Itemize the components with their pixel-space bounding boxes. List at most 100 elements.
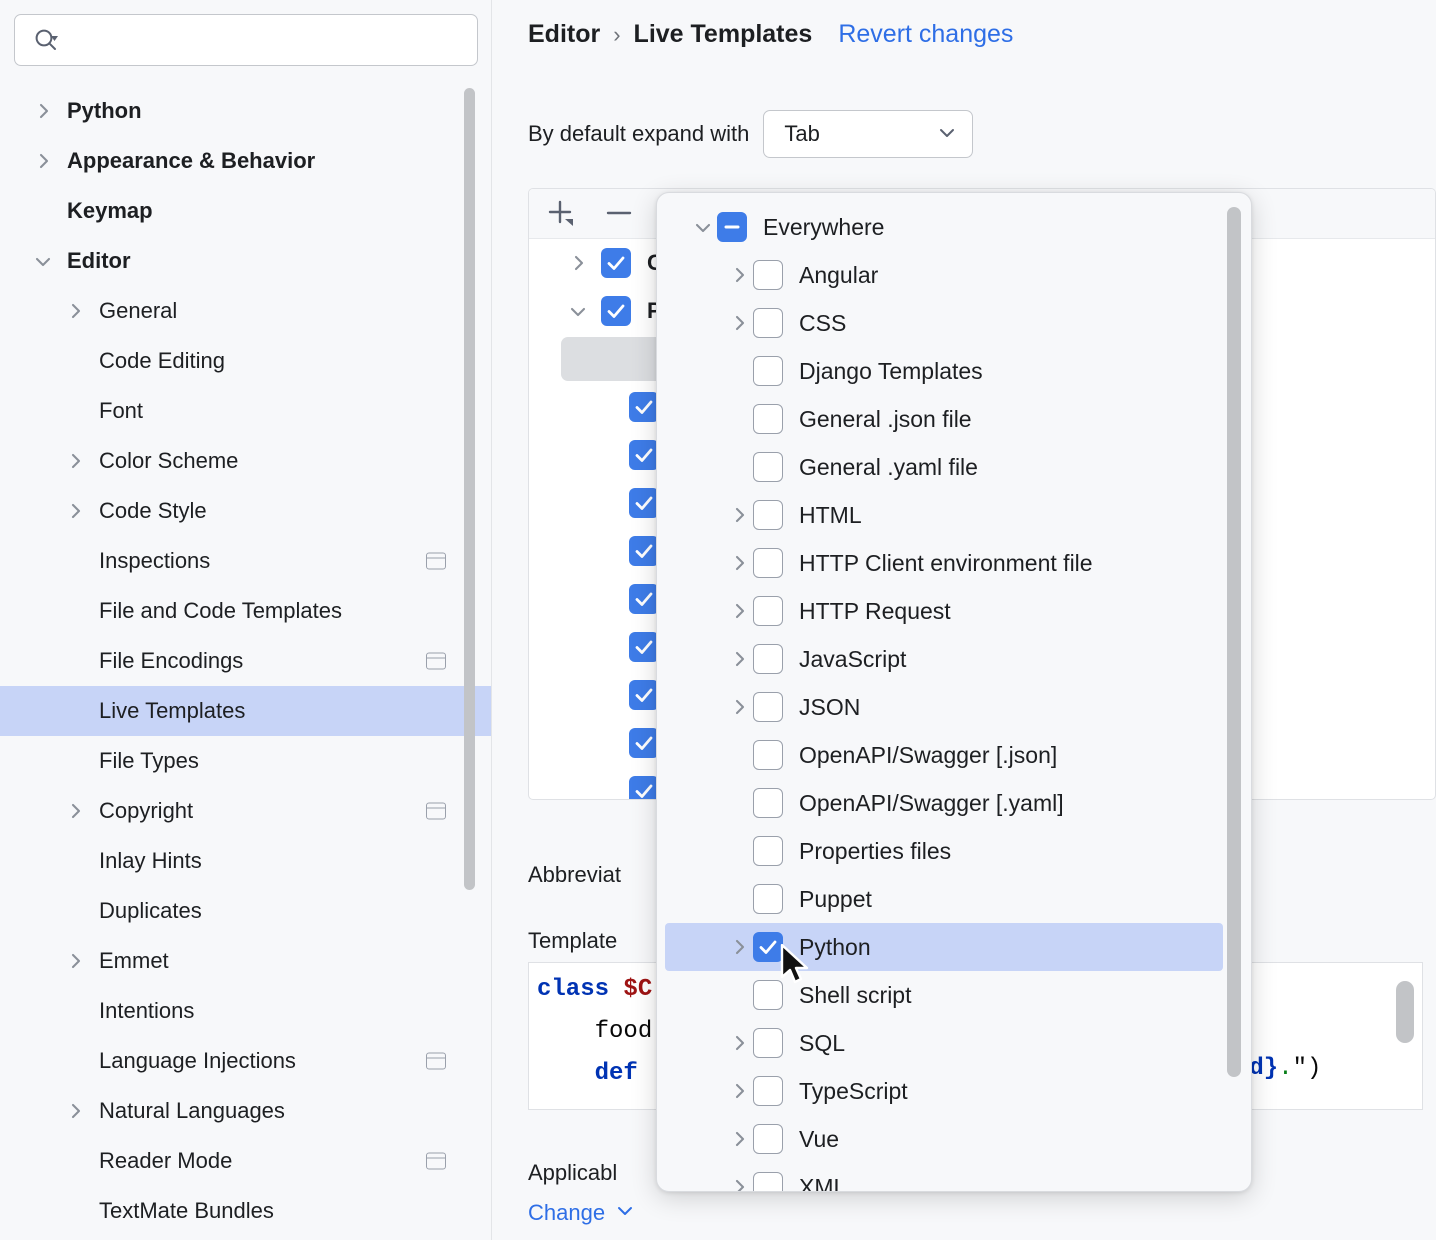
- context-checkbox[interactable]: [753, 836, 783, 866]
- template-code-editor-right-fragment[interactable]: od}."): [1248, 962, 1423, 1110]
- chevron-right-icon[interactable]: [725, 504, 753, 526]
- context-checkbox[interactable]: [753, 932, 783, 962]
- context-item-puppet[interactable]: Puppet: [657, 875, 1251, 923]
- context-item-python[interactable]: Python: [665, 923, 1223, 971]
- context-checkbox[interactable]: [717, 212, 747, 242]
- context-item-angular[interactable]: Angular: [657, 251, 1251, 299]
- context-item-typescript[interactable]: TypeScript: [657, 1067, 1251, 1115]
- context-item-http-request[interactable]: HTTP Request: [657, 587, 1251, 635]
- template-group-checkbox[interactable]: [601, 296, 631, 326]
- template-checkbox[interactable]: [629, 392, 659, 422]
- template-checkbox[interactable]: [629, 536, 659, 566]
- chevron-right-icon[interactable]: [62, 498, 88, 524]
- context-checkbox[interactable]: [753, 980, 783, 1010]
- context-checkbox[interactable]: [753, 884, 783, 914]
- chevron-right-icon[interactable]: [725, 312, 753, 334]
- context-checkbox[interactable]: [753, 548, 783, 578]
- sidebar-item-editor[interactable]: Editor: [0, 236, 491, 286]
- template-row[interactable]: [529, 575, 1435, 623]
- sidebar-item-reader-mode[interactable]: Reader Mode: [0, 1136, 491, 1186]
- template-checkbox[interactable]: [629, 440, 659, 470]
- context-item-django-templates[interactable]: Django Templates: [657, 347, 1251, 395]
- context-item-general-yaml-file[interactable]: General .yaml file: [657, 443, 1251, 491]
- context-item-properties-files[interactable]: Properties files: [657, 827, 1251, 875]
- sidebar-item-general[interactable]: General: [0, 286, 491, 336]
- context-item-everywhere[interactable]: Everywhere: [657, 203, 1251, 251]
- context-checkbox[interactable]: [753, 1076, 783, 1106]
- chevron-right-icon[interactable]: [62, 948, 88, 974]
- chevron-right-icon[interactable]: [725, 1032, 753, 1054]
- template-row[interactable]: [529, 719, 1435, 767]
- breadcrumb-parent[interactable]: Editor: [528, 20, 601, 48]
- sidebar-search[interactable]: [14, 14, 478, 66]
- chevron-down-icon[interactable]: [565, 300, 591, 322]
- template-row[interactable]: [529, 767, 1435, 799]
- chevron-right-icon[interactable]: [725, 1176, 753, 1191]
- context-item-javascript[interactable]: JavaScript: [657, 635, 1251, 683]
- context-item-openapi-swagger-json[interactable]: OpenAPI/Swagger [.json]: [657, 731, 1251, 779]
- search-box[interactable]: [14, 14, 478, 66]
- sidebar-scrollbar[interactable]: [464, 88, 475, 890]
- chevron-down-icon[interactable]: [689, 216, 717, 238]
- sidebar-item-color-scheme[interactable]: Color Scheme: [0, 436, 491, 486]
- context-checkbox[interactable]: [753, 356, 783, 386]
- chevron-right-icon[interactable]: [725, 1080, 753, 1102]
- sidebar-item-keymap[interactable]: Keymap: [0, 186, 491, 236]
- template-row[interactable]: [529, 479, 1435, 527]
- sidebar-item-live-templates[interactable]: Live Templates: [0, 686, 491, 736]
- sidebar-item-language-injections[interactable]: Language Injections: [0, 1036, 491, 1086]
- template-checkbox[interactable]: [629, 728, 659, 758]
- sidebar-item-duplicates[interactable]: Duplicates: [0, 886, 491, 936]
- context-checkbox[interactable]: [753, 596, 783, 626]
- chevron-down-icon[interactable]: [30, 248, 56, 274]
- context-item-sql[interactable]: SQL: [657, 1019, 1251, 1067]
- chevron-right-icon[interactable]: [30, 148, 56, 174]
- context-item-vue[interactable]: Vue: [657, 1115, 1251, 1163]
- sidebar-item-natural-languages[interactable]: Natural Languages: [0, 1086, 491, 1136]
- sidebar-item-inlay-hints[interactable]: Inlay Hints: [0, 836, 491, 886]
- context-checkbox[interactable]: [753, 452, 783, 482]
- template-row[interactable]: [529, 383, 1435, 431]
- context-item-http-client-environment-file[interactable]: HTTP Client environment file: [657, 539, 1251, 587]
- context-item-json[interactable]: JSON: [657, 683, 1251, 731]
- add-template-button[interactable]: [543, 196, 579, 232]
- sidebar-item-font[interactable]: Font: [0, 386, 491, 436]
- context-checkbox[interactable]: [753, 260, 783, 290]
- expand-with-select[interactable]: Tab: [763, 110, 974, 158]
- context-item-html[interactable]: HTML: [657, 491, 1251, 539]
- context-item-css[interactable]: CSS: [657, 299, 1251, 347]
- sidebar-item-inspections[interactable]: Inspections: [0, 536, 491, 586]
- sidebar-item-file-and-code-templates[interactable]: File and Code Templates: [0, 586, 491, 636]
- sidebar-item-emmet[interactable]: Emmet: [0, 936, 491, 986]
- context-item-general-json-file[interactable]: General .json file: [657, 395, 1251, 443]
- chevron-right-icon[interactable]: [62, 298, 88, 324]
- context-item-openapi-swagger-yaml[interactable]: OpenAPI/Swagger [.yaml]: [657, 779, 1251, 827]
- template-checkbox[interactable]: [629, 632, 659, 662]
- template-checkbox[interactable]: [629, 584, 659, 614]
- context-checkbox[interactable]: [753, 788, 783, 818]
- context-checkbox[interactable]: [753, 692, 783, 722]
- template-row[interactable]: [529, 431, 1435, 479]
- chevron-right-icon[interactable]: [725, 552, 753, 574]
- sidebar-item-code-editing[interactable]: Code Editing: [0, 336, 491, 386]
- chevron-right-icon[interactable]: [725, 936, 753, 958]
- chevron-right-icon[interactable]: [62, 798, 88, 824]
- chevron-right-icon[interactable]: [62, 1098, 88, 1124]
- context-checkbox[interactable]: [753, 1172, 783, 1191]
- chevron-right-icon[interactable]: [565, 252, 591, 274]
- sidebar-item-file-encodings[interactable]: File Encodings: [0, 636, 491, 686]
- revert-changes-link[interactable]: Revert changes: [838, 20, 1014, 48]
- template-row[interactable]: [529, 671, 1435, 719]
- template-row[interactable]: [529, 623, 1435, 671]
- sidebar-item-copyright[interactable]: Copyright: [0, 786, 491, 836]
- sidebar-item-appearance-behavior[interactable]: Appearance & Behavior: [0, 136, 491, 186]
- chevron-right-icon[interactable]: [725, 696, 753, 718]
- sidebar-item-file-types[interactable]: File Types: [0, 736, 491, 786]
- context-item-shell-script[interactable]: Shell script: [657, 971, 1251, 1019]
- chevron-right-icon[interactable]: [725, 600, 753, 622]
- context-item-xml[interactable]: XML: [657, 1163, 1251, 1191]
- context-checkbox[interactable]: [753, 740, 783, 770]
- template-checkbox[interactable]: [629, 680, 659, 710]
- context-checkbox[interactable]: [753, 1124, 783, 1154]
- template-row[interactable]: [529, 527, 1435, 575]
